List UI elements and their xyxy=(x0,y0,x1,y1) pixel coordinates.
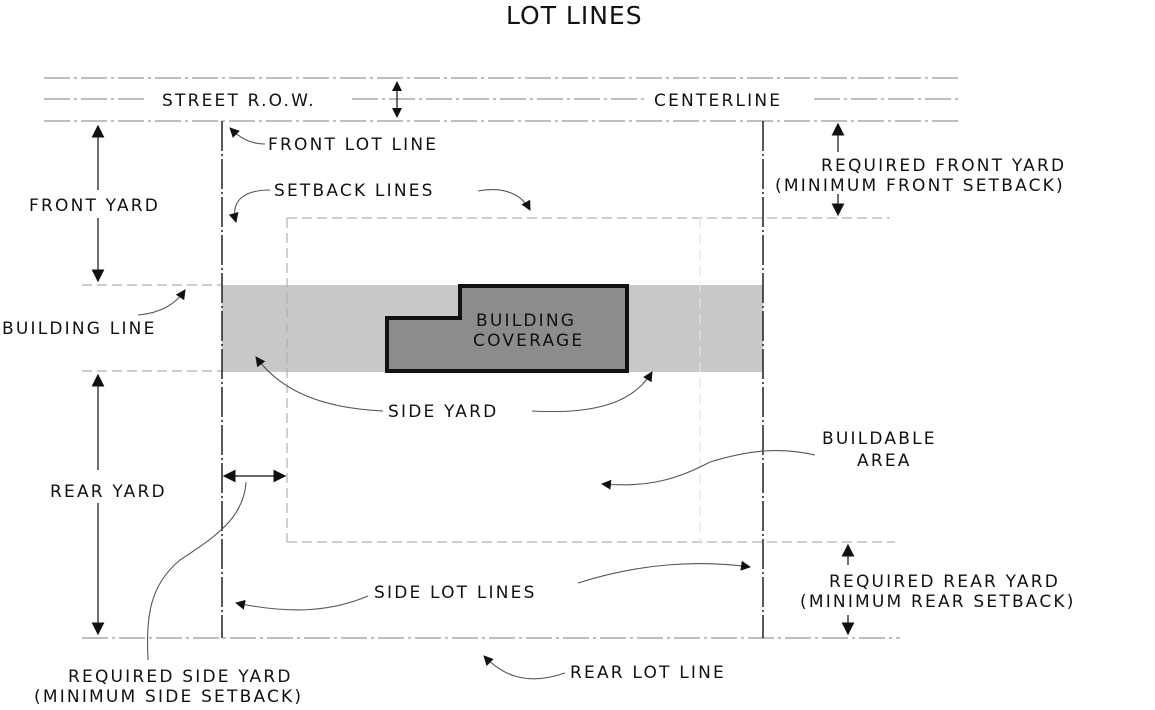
side-yard-leader-left xyxy=(255,356,384,412)
front-yard-label: FRONT YARD xyxy=(29,196,160,216)
required-side-yard-label-1: REQUIRED SIDE YARD xyxy=(68,667,293,687)
building-line-leader xyxy=(137,289,186,316)
buildable-area-label-1: BUILDABLE xyxy=(822,429,937,449)
side-lot-lines-leader-left xyxy=(235,595,369,611)
required-side-yard-label-2: (MINIMUM SIDE SETBACK) xyxy=(34,687,303,707)
side-lot-lines-leader-right xyxy=(577,560,751,584)
rear-yard-label: REAR YARD xyxy=(50,482,167,502)
required-front-yard-label-2: (MINIMUM FRONT SETBACK) xyxy=(775,176,1065,196)
street-row-label: STREET R.O.W. xyxy=(162,91,316,111)
rear-lot-line-label: REAR LOT LINE xyxy=(570,663,726,683)
setback-lines-leader-right xyxy=(477,189,531,211)
setback-lines-label: SETBACK LINES xyxy=(274,181,435,201)
required-rear-yard-label-1: REQUIRED REAR YARD xyxy=(829,572,1060,592)
required-rear-yard-label-2: (MINIMUM REAR SETBACK) xyxy=(800,592,1076,612)
front-lot-line-leader xyxy=(229,127,266,145)
required-front-yard-label-1: REQUIRED FRONT YARD xyxy=(821,156,1066,176)
setback-lines-leader-left xyxy=(228,189,271,223)
building-coverage-label-2: COVERAGE xyxy=(473,331,584,351)
buildable-area-leader xyxy=(601,449,816,490)
centerline-label: CENTERLINE xyxy=(654,91,782,111)
buildable-area-label-2: AREA xyxy=(857,451,912,471)
building-coverage-label-1: BUILDING xyxy=(476,311,576,331)
side-yard-label: SIDE YARD xyxy=(388,402,498,422)
side-yard-leader-right xyxy=(531,371,653,413)
building-line-label: BUILDING LINE xyxy=(2,319,157,339)
diagram-title: LOT LINES xyxy=(506,1,643,30)
rear-lot-line-leader xyxy=(483,655,566,680)
side-lot-lines-label: SIDE LOT LINES xyxy=(374,583,537,603)
required-side-yard-leader xyxy=(147,481,247,661)
building-footprint xyxy=(385,284,629,373)
front-lot-line-label: FRONT LOT LINE xyxy=(268,135,438,155)
